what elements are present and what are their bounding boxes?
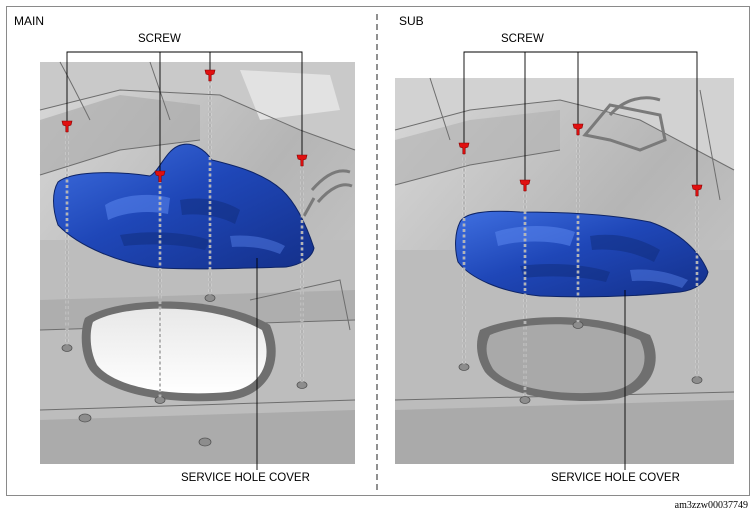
sub-panel-title: SUB	[399, 14, 424, 28]
main-cover-label: SERVICE HOLE COVER	[181, 472, 310, 484]
document-id: am3zzw00037749	[674, 500, 748, 511]
sub-screw-callout-lines	[463, 51, 698, 470]
main-illustration	[39, 61, 356, 464]
main-panel-title: MAIN	[14, 14, 44, 28]
main-screw-callout-lines	[66, 51, 303, 470]
sub-cover-label: SERVICE HOLE COVER	[551, 472, 680, 484]
main-service-hole-cover	[53, 143, 315, 270]
sub-service-hole-cover	[455, 210, 709, 298]
main-screw-label: SCREW	[138, 33, 181, 45]
sub-screw-label: SCREW	[501, 33, 544, 45]
